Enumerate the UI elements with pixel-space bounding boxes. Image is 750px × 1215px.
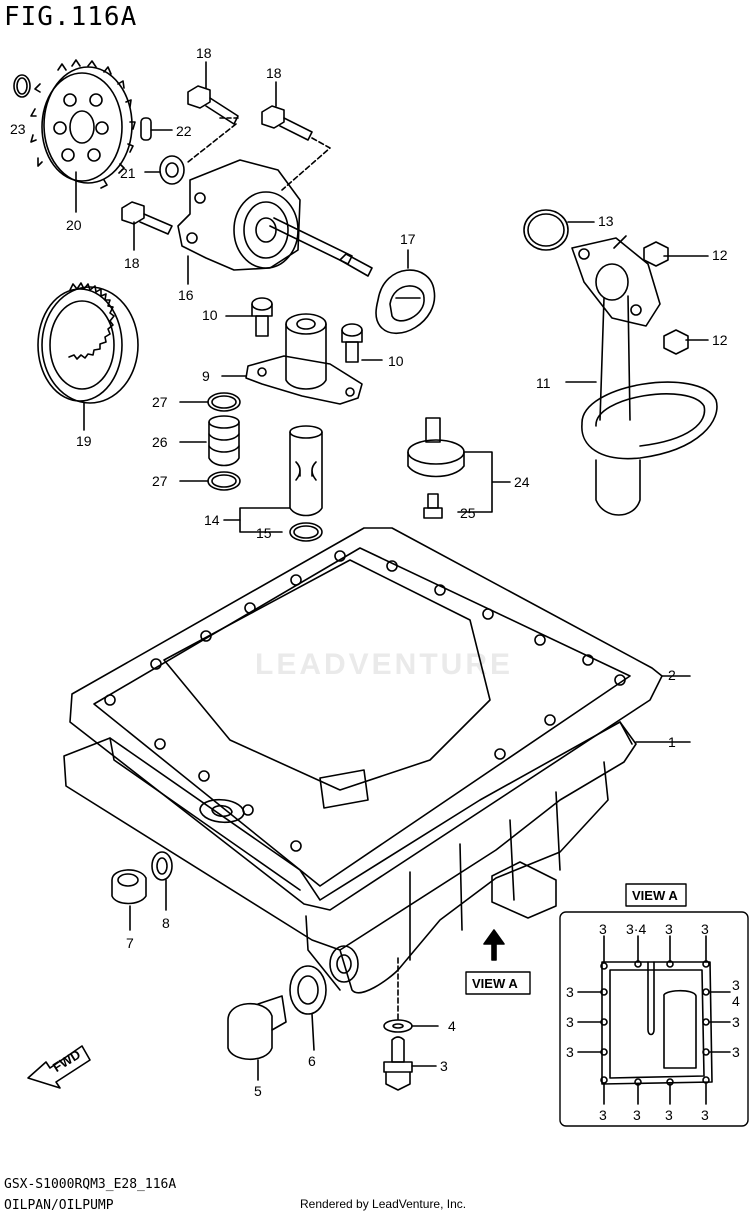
rendered-by: Rendered by LeadVenture, Inc. [300,1197,467,1211]
svg-text:3: 3 [566,984,574,1000]
label-19: 19 [76,433,92,449]
part-7-plug [111,869,147,931]
svg-text:3: 3 [665,921,673,937]
label-27-a: 27 [152,394,168,410]
part-labels: 18 18 23 22 21 20 18 16 17 13 12 12 11 1… [10,45,728,1099]
svg-text:3: 3 [633,1107,641,1123]
label-10-a: 10 [202,307,218,323]
svg-text:3: 3 [732,1014,740,1030]
part-27-o-ring-lower [179,471,241,491]
label-10-b: 10 [388,353,404,369]
svg-text:3: 3 [732,977,740,993]
label-24: 24 [514,474,530,490]
part-4-washer [383,1019,439,1033]
part-21-washer [144,155,185,185]
view-a-arrow [483,929,505,961]
svg-text:3·4: 3·4 [626,921,646,937]
label-15: 15 [256,525,272,541]
bolt-leader-dashes [187,123,331,191]
label-12-b: 12 [712,332,728,348]
label-12-a: 12 [712,247,728,263]
part-1-oil-pan [63,721,691,994]
label-18-a: 18 [196,45,212,61]
part-11-pipe [565,235,718,516]
label-17: 17 [400,231,416,247]
label-20: 20 [66,217,82,233]
part-8-washer [151,851,173,911]
fwd-arrow [27,1045,91,1089]
part-18-bolt-a [187,61,239,125]
part-16-oil-pump [177,159,373,285]
label-13: 13 [598,213,614,229]
part-6-gasket [289,965,327,1051]
view-a-pan-outline [577,935,731,1105]
part-12-bolt-a [643,241,709,267]
part-9-relief-valve [221,313,363,405]
label-18-b: 18 [266,65,282,81]
part-17-gasket [375,249,436,335]
part-23-circlip [13,74,31,98]
label-23: 23 [10,121,26,137]
part-5-plug [227,995,287,1081]
view-a-inset-title: VIEW A [632,888,678,903]
svg-text:3: 3 [599,1107,607,1123]
label-5: 5 [254,1083,262,1099]
view-a-callout-text: VIEW A [472,976,518,991]
watermark: LEADVENTURE [255,648,514,681]
svg-text:3: 3 [599,921,607,937]
label-14: 14 [204,512,220,528]
part-25-screw [423,493,443,519]
part-12-bolt-b [663,329,709,355]
label-25: 25 [460,505,476,521]
svg-text:3: 3 [665,1107,673,1123]
part-18-bolt-b [261,81,313,141]
label-4: 4 [448,1018,456,1034]
label-27-b: 27 [152,473,168,489]
label-26: 26 [152,434,168,450]
footer-code: GSX-S1000RQM3_E28_116A [4,1177,177,1192]
part-2-oil-pan-gasket [69,527,691,911]
label-16: 16 [178,287,194,303]
part-24-pressure-switch [407,417,511,513]
part-10-bolt-b [341,323,383,363]
figure-title: FIG.116A [4,2,138,32]
part-14-strainer [223,425,323,533]
part-26-sleeve [179,415,240,467]
svg-text:4: 4 [732,993,740,1009]
label-1: 1 [668,734,676,750]
view-a-callout-box [465,971,531,995]
view-a-inset-frame [559,911,749,1127]
label-11: 11 [536,375,551,391]
svg-text:3: 3 [701,921,709,937]
part-3-bolt [383,957,437,1091]
label-18-c: 18 [124,255,140,271]
part-27-o-ring-upper [179,392,241,412]
label-9: 9 [202,368,210,384]
part-10-bolt-a [225,297,273,337]
part-20-pump-sprocket [30,59,136,213]
label-8: 8 [162,915,170,931]
label-22: 22 [176,123,192,139]
svg-text:3: 3 [732,1044,740,1060]
inset-bolt-labels: 3 3·4 3 3 3 3 4 3 3 3 3 3 3 3 3 [566,921,740,1123]
svg-text:3: 3 [566,1044,574,1060]
label-7: 7 [126,935,134,951]
footer-name: OILPAN/OILPUMP [4,1198,114,1213]
label-2: 2 [668,667,676,683]
svg-text:3: 3 [701,1107,709,1123]
view-a-inset-title-box [625,883,687,907]
part-18-bolt-c [121,201,173,251]
part-15-o-ring [289,522,323,542]
svg-text:3: 3 [566,1014,574,1030]
part-13-o-ring [523,209,595,251]
label-21: 21 [120,165,136,181]
part-19-gear [37,282,139,431]
label-3: 3 [440,1058,448,1074]
part-22-pin [140,117,173,141]
label-6: 6 [308,1053,316,1069]
